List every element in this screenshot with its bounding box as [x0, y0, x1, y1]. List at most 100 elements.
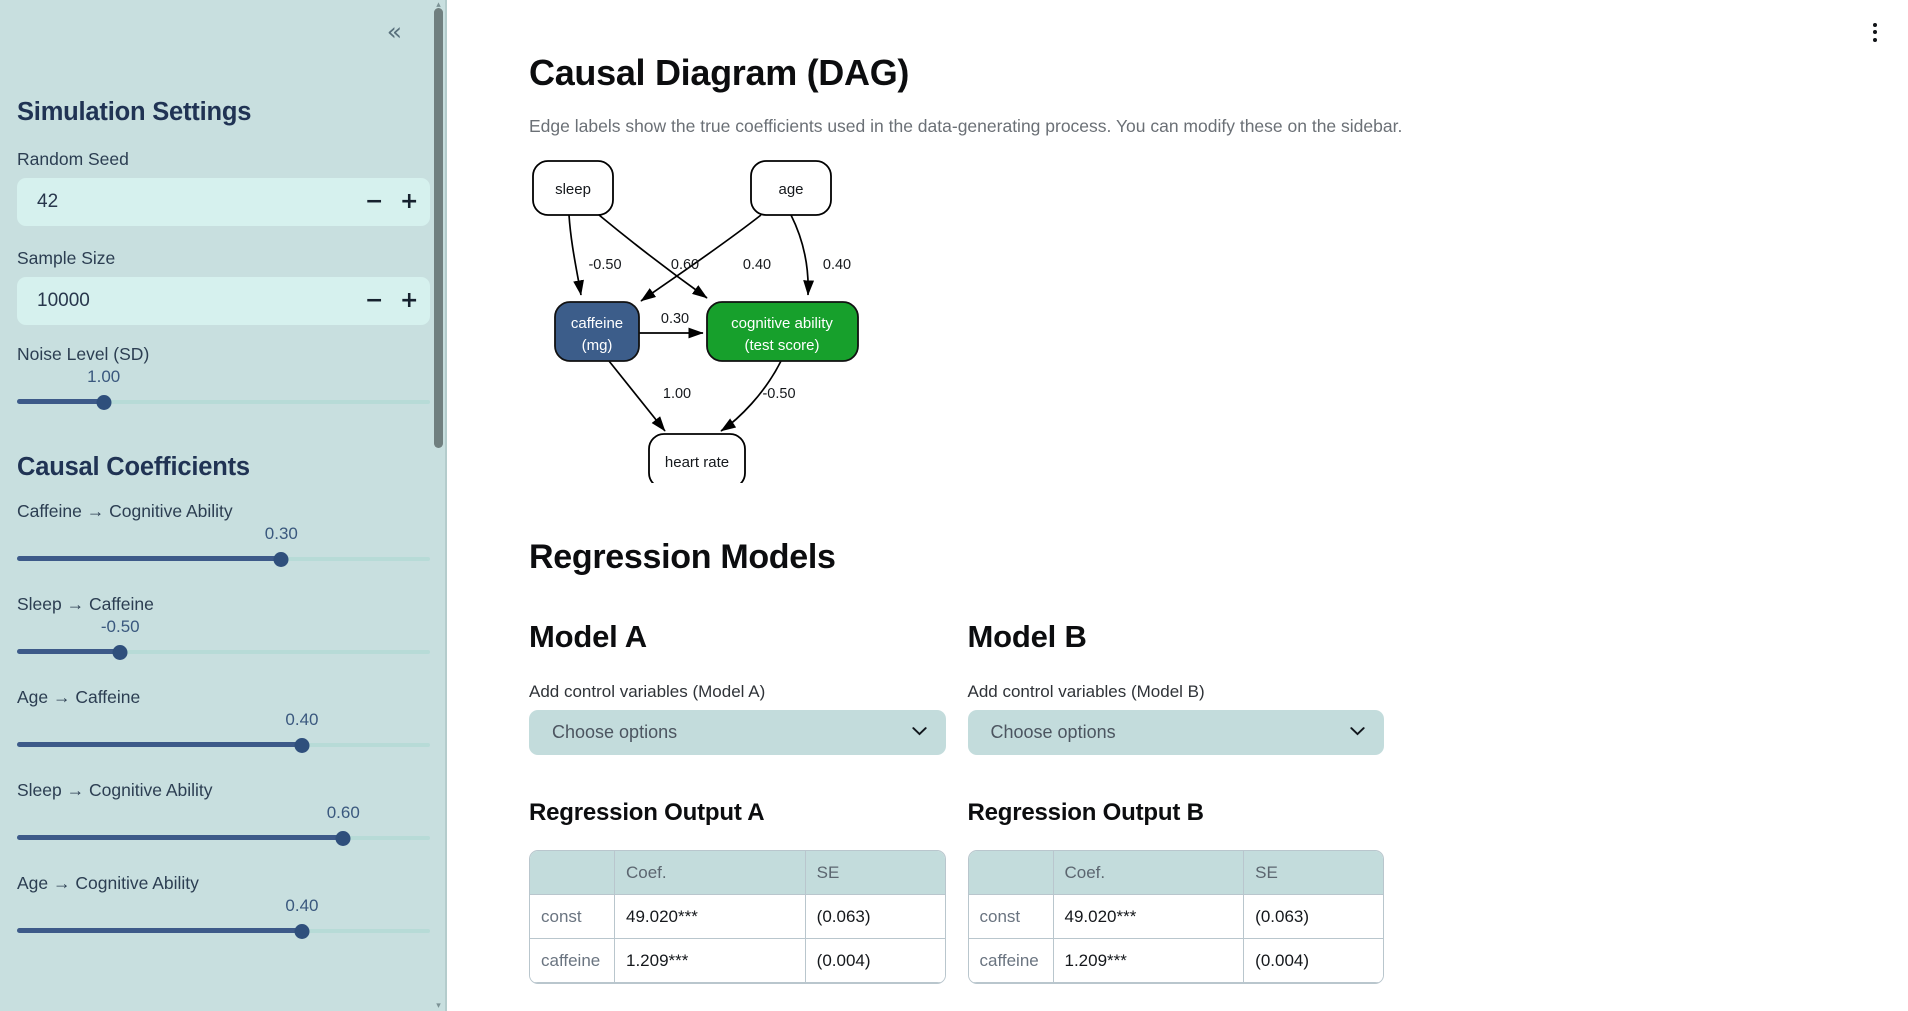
random-seed-increment-button[interactable]: +	[400, 188, 419, 214]
slider-handle[interactable]	[112, 644, 128, 660]
random-seed-value: 42	[37, 190, 59, 212]
dag-node-caffeine: caffeine (mg)	[554, 301, 640, 362]
coef-slider-value: 0.40	[285, 895, 319, 915]
select-placeholder: Choose options	[552, 722, 678, 742]
table-header-row: Coef. SE	[530, 851, 945, 895]
kebab-dot	[1873, 37, 1877, 42]
coef-slider-value: -0.50	[100, 616, 140, 636]
select-placeholder: Choose options	[990, 722, 1116, 742]
simulation-settings-heading: Simulation Settings	[17, 98, 252, 126]
coef-slider-block: Sleep → Cognitive Ability 0.60	[17, 780, 430, 847]
model-a-output-wrap: Regression Output A Coef. SE	[529, 799, 946, 984]
regression-output-a-table: Coef. SE const 49.020*** (0.063)	[529, 850, 946, 984]
coef-slider-value-row: 0.40	[17, 896, 430, 920]
slider-handle[interactable]	[273, 551, 289, 567]
coef-slider-label: Age → Caffeine	[17, 686, 141, 707]
model-b-output-wrap: Regression Output B Coef. SE	[967, 799, 1384, 984]
sample-size-input[interactable]: 10000 − +	[17, 276, 430, 325]
edge-age-cognitive	[790, 214, 815, 296]
coef-slider-value: 0.60	[326, 802, 360, 822]
coef-slider-label: Caffeine → Cognitive Ability	[17, 500, 233, 521]
model-a-heading: Model A	[529, 619, 647, 654]
coef-slider[interactable]	[17, 550, 430, 568]
dag-svg: -0.50 0.60 0.40 0.40 0.30 1.00 -0.50 sle…	[532, 160, 859, 489]
sample-size-value: 10000	[37, 289, 90, 311]
page-subtitle: Edge labels show the true coefficients u…	[529, 116, 1403, 136]
scrollbar-thumb[interactable]	[434, 8, 443, 448]
cell-se: (0.004)	[805, 939, 945, 983]
model-b-heading: Model B	[967, 619, 1087, 654]
coef-slider-value-row: 0.30	[17, 524, 430, 548]
node-shape	[554, 301, 640, 362]
chevron-down-icon[interactable]	[911, 725, 927, 740]
coef-slider-value: 0.30	[264, 523, 298, 543]
table-col-coef: Coef.	[615, 851, 806, 895]
cell-coef: 49.020***	[1053, 895, 1245, 939]
sample-size-stepper: − +	[365, 287, 419, 313]
regression-output-b-table: Coef. SE const 49.020*** (0.063)	[967, 850, 1384, 984]
coef-slider[interactable]	[17, 922, 430, 940]
causal-dag-figure: -0.50 0.60 0.40 0.40 0.30 1.00 -0.50 sle…	[529, 153, 1908, 489]
slider-fill	[17, 741, 302, 747]
slider-handle[interactable]	[294, 923, 310, 939]
edge-caffeine-heartrate	[608, 360, 666, 432]
dag-edges	[568, 214, 815, 432]
coef-slider[interactable]	[17, 829, 430, 847]
noise-level-slider[interactable]	[17, 393, 430, 411]
page-title: Causal Diagram (DAG)	[529, 52, 910, 93]
coef-slider-value-row: 0.40	[17, 710, 430, 734]
coef-slider[interactable]	[17, 736, 430, 754]
noise-level-value: 1.00	[87, 366, 121, 386]
coef-slider-block: Age → Caffeine 0.40	[17, 687, 430, 754]
main-content: Causal Diagram (DAG) Edge labels show th…	[447, 0, 1908, 1011]
noise-level-slider-block: Noise Level (SD) 1.00	[17, 344, 430, 411]
sample-size-label: Sample Size	[17, 247, 116, 268]
model-b-control-label: Add control variables (Model B)	[967, 682, 1205, 701]
coef-slider-block: Caffeine → Cognitive Ability 0.30	[17, 501, 430, 568]
cell-se: (0.063)	[805, 895, 945, 939]
slider-handle[interactable]	[335, 830, 351, 846]
sidebar-scroll-content: « Simulation Settings Random Seed 42 − +…	[0, 0, 447, 940]
model-a-control-variables-select[interactable]: Choose options	[529, 710, 946, 755]
scroll-down-arrow-icon[interactable]: ▾	[436, 1001, 441, 1011]
slider-fill	[17, 927, 302, 933]
coef-slider-label: Sleep → Cognitive Ability	[17, 779, 213, 800]
slider-fill	[17, 555, 282, 561]
kebab-dot	[1873, 22, 1877, 27]
coef-slider-value-row: -0.50	[17, 617, 430, 641]
edge-label: -0.50	[588, 257, 621, 273]
model-b-control-variables-select[interactable]: Choose options	[967, 710, 1384, 755]
node-label-line1: cognitive ability	[731, 315, 833, 332]
node-label-line2: (mg)	[582, 337, 613, 354]
node-label: age	[778, 181, 803, 198]
sample-size-increment-button[interactable]: +	[400, 287, 419, 313]
regression-section: Regression Models	[529, 538, 1908, 577]
random-seed-input[interactable]: 42 − +	[17, 177, 430, 226]
more-vertical-icon[interactable]	[1864, 18, 1886, 46]
node-shape	[750, 160, 832, 216]
slider-handle[interactable]	[96, 394, 112, 410]
coef-slider-value: 0.40	[285, 709, 319, 729]
models-grid: Model A Add control variables (Model A) …	[529, 619, 1908, 984]
cell-coef: 1.209***	[615, 939, 806, 983]
sample-size-decrement-button[interactable]: −	[365, 287, 384, 313]
sidebar-edge-divider	[445, 0, 447, 1011]
node-label-line1: caffeine	[571, 315, 623, 332]
coef-slider[interactable]	[17, 643, 430, 661]
sidebar-collapse-row: «	[17, 0, 430, 62]
model-b-panel: Model B Add control variables (Model B) …	[967, 619, 1384, 984]
slider-handle[interactable]	[294, 737, 310, 753]
kebab-dot	[1873, 30, 1877, 34]
row-label: const	[968, 895, 1054, 939]
chevron-down-icon[interactable]	[1350, 725, 1365, 740]
slider-rail	[17, 399, 430, 404]
slider-fill	[17, 648, 121, 654]
edge-label: 0.40	[743, 257, 771, 273]
table-col-blank	[968, 851, 1054, 895]
slider-rail	[17, 649, 430, 654]
scroll-up-arrow-icon[interactable]: ▴	[436, 0, 441, 10]
chevrons-left-icon[interactable]: «	[386, 16, 402, 46]
table-row: const 49.020*** (0.063)	[530, 895, 945, 939]
random-seed-decrement-button[interactable]: −	[365, 188, 384, 214]
sidebar-scrollbar[interactable]: ▴ ▾	[434, 0, 443, 1011]
